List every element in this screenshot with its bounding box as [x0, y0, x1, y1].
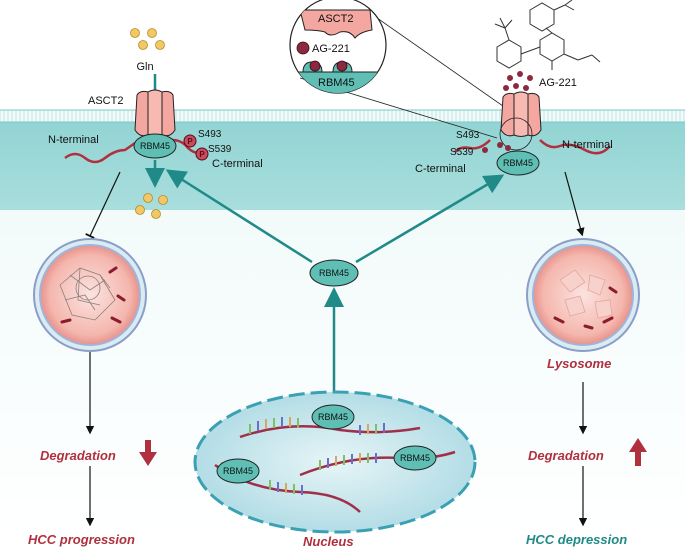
rbm45-nucleus-left-label: RBM45 — [223, 466, 253, 476]
n-terminal-left-label: N-terminal — [48, 134, 99, 146]
ag221-inset-label: AG-221 — [312, 43, 350, 55]
arrow-rbm45-to-right-membrane — [355, 174, 505, 264]
rbm45-center-label: RBM45 — [319, 268, 349, 278]
glutamine-dots-bottom — [135, 193, 168, 219]
rbm45-nucleus-left — [216, 458, 260, 484]
inset-connector-top — [359, 5, 521, 119]
n-terminal-tail-right — [539, 139, 611, 155]
arrow-rbm45-to-left-membrane — [165, 169, 313, 264]
c-terminal-tail-right — [454, 139, 491, 153]
rbm45-membrane-right-label: RBM45 — [503, 158, 533, 168]
c-terminal-right-label: C-terminal — [415, 163, 466, 175]
degradation-left-label: Degradation — [40, 448, 116, 463]
down-arrow-icon — [139, 440, 157, 466]
ag221-structure — [494, 0, 601, 70]
rbm45-membrane-left-label: RBM45 — [140, 141, 170, 151]
phospho-site-s493 — [183, 134, 197, 148]
asct2-inset-label: ASCT2 — [318, 13, 353, 25]
rbm45-nucleus-right — [393, 445, 437, 471]
lysosome-left — [33, 238, 147, 352]
phospho-site-s539 — [195, 147, 209, 161]
rbm45-inset-label: RBM45 — [318, 77, 355, 89]
inhibition-line-left — [85, 171, 121, 239]
n-terminal-tail-left — [64, 141, 136, 164]
lysosome-right — [526, 238, 640, 352]
phospho-p2-label: P — [199, 150, 205, 159]
arrow-to-lysosome-right — [564, 171, 585, 237]
nucleus-label: Nucleus — [303, 534, 354, 549]
hcc-depression-label: HCC depression — [526, 532, 627, 547]
rbm45-nucleus-top-label: RBM45 — [318, 412, 348, 422]
s493-right-label: S493 — [456, 130, 480, 141]
rbm45-membrane-right — [496, 150, 540, 176]
rbm45-nucleus-right-label: RBM45 — [400, 453, 430, 463]
s493-left-label: S493 — [198, 129, 222, 140]
cell-membrane — [0, 110, 685, 122]
ag221-bound — [482, 142, 511, 153]
asct2-left-label: ASCT2 — [88, 95, 123, 107]
asct2-transporter-right — [500, 91, 542, 137]
gln-label: Gln — [136, 61, 153, 73]
inset-focus-circle — [499, 117, 533, 151]
phospho-p1-label: P — [187, 137, 193, 146]
asct2-transporter-left — [134, 89, 176, 137]
hcc-progression-label: HCC progression — [28, 532, 135, 547]
s539-left-label: S539 — [208, 144, 232, 155]
lysosome-label: Lysosome — [547, 356, 611, 371]
degradation-right-label: Degradation — [528, 448, 604, 463]
glutamine-dots-top — [130, 28, 165, 50]
c-terminal-left-label: C-terminal — [212, 158, 263, 170]
ag221-molecules — [503, 71, 533, 91]
ag221-right-label: AG-221 — [539, 77, 577, 89]
rbm45-nucleus-top — [311, 404, 355, 430]
s539-right-label: S539 — [450, 147, 474, 158]
nucleus — [193, 390, 477, 534]
n-terminal-right-label: N-terminal — [562, 139, 613, 151]
rbm45-membrane-left — [133, 133, 177, 159]
up-arrow-icon — [629, 438, 647, 466]
rbm45-center — [309, 259, 359, 287]
